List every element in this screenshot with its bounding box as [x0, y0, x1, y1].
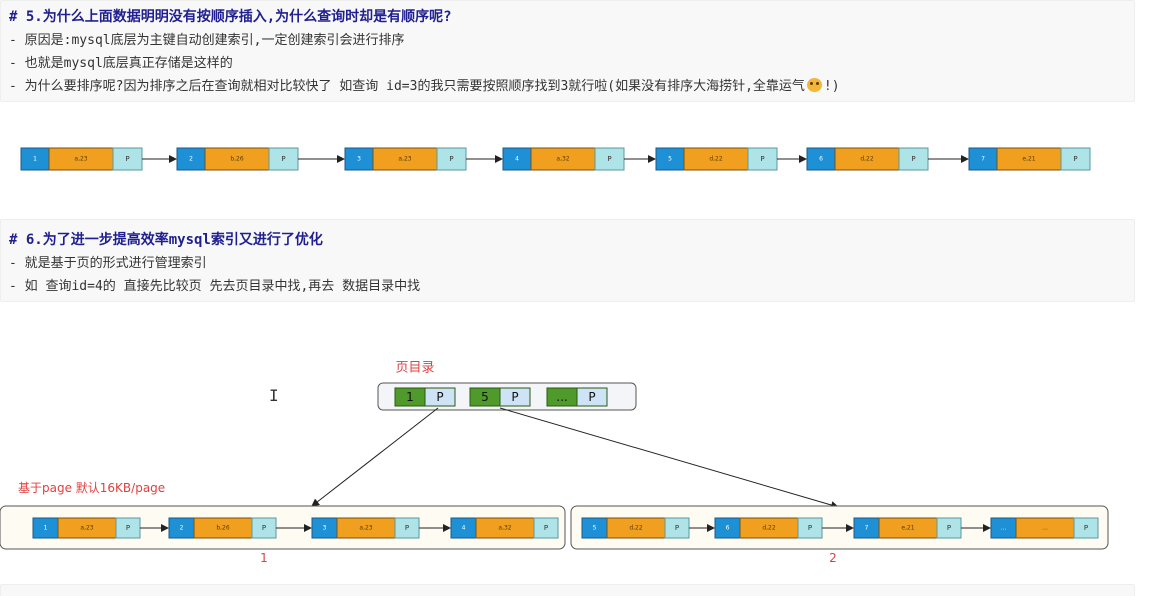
page2-node-3-value-text: e,21 — [901, 525, 914, 532]
chain1-node-4-pointer-text: P — [607, 155, 611, 163]
page-directory-id-text: ... — [556, 390, 567, 404]
section5-line-3: - 为什么要排序呢?因为排序之后在查询就相对比较快了 如查询 id=3的我只需要… — [9, 75, 840, 94]
chain1-node-2-value-text: b,26 — [230, 156, 244, 163]
chain1-node-2-pointer-text: P — [281, 155, 285, 163]
page1-node-2-value-text: b,26 — [216, 525, 230, 532]
chain1-node-2-id-text: 2 — [189, 156, 193, 163]
chain1-node-4-value-text: a,32 — [556, 156, 569, 163]
chain1-node-4-id-text: 4 — [515, 156, 519, 163]
page1-node-4-pointer-text: P — [544, 524, 548, 532]
section5-line-1: - 原因是:mysql底层为主键自动创建索引,一定创建索引会进行排序 — [9, 33, 405, 48]
next-section-block — [0, 584, 1135, 596]
page2-node-1-id-text: 5 — [593, 525, 597, 532]
page1-node-2-pointer-text: P — [262, 524, 266, 532]
page-directory-pointer-cell — [424, 387, 456, 407]
page1-node-4-pointer-cell — [533, 517, 559, 539]
chain1-node-1-pointer-text: P — [125, 155, 129, 163]
section6-heading: # 6.为了进一步提高效率mysql索引又进行了优化 — [9, 232, 323, 248]
page-directory-id-text: 5 — [481, 390, 489, 404]
page2-node-4-pointer-text: P — [1084, 524, 1088, 532]
chain1-node-1-value-text: a,23 — [74, 156, 87, 163]
page-2-number: 2 — [829, 551, 837, 565]
page1-node-4-value-text: a,32 — [498, 525, 511, 532]
chain1-node-3-id-text: 3 — [357, 156, 361, 163]
chain1-node-7-value-text: e,21 — [1022, 156, 1035, 163]
chain1-node-3-pointer-text: P — [449, 155, 453, 163]
page1-node-1-value-text: a,23 — [80, 525, 93, 532]
page1-node-2-id-text: 2 — [180, 525, 184, 532]
page2-node-1-value-text: d,22 — [629, 525, 643, 532]
page1-node-3-id-text: 3 — [323, 525, 327, 532]
page-directory-pointer-cell — [576, 387, 608, 407]
directory-to-page2-arrow — [499, 407, 839, 509]
section6-line-2: - 如 查询id=4的 直接先比较页 先去页目录中找,再去 数据目录中找 — [9, 279, 421, 294]
chain1-node-5-value-text: d,22 — [709, 156, 723, 163]
page-1-number: 1 — [260, 551, 268, 565]
chain1-node-5-pointer-text: P — [760, 155, 764, 163]
text-cursor-icon: I — [269, 386, 279, 405]
page2-node-4-id-text: ... — [1001, 525, 1007, 532]
page-directory-pointer-text: P — [588, 390, 595, 404]
page2-node-3-pointer-text: P — [947, 524, 951, 532]
page-directory-pointer-text: P — [511, 390, 518, 404]
page-directory-id-text: 1 — [406, 390, 414, 404]
section5-line-3-end: !) — [823, 79, 840, 94]
chain1-node-7-pointer-cell — [1060, 147, 1091, 171]
section5-heading: # 5.为什么上面数据明明没有按顺序插入,为什么查询时却是有顺序呢? — [9, 9, 452, 25]
page2-node-1-pointer-text: P — [675, 524, 679, 532]
page1-node-3-pointer-text: P — [405, 524, 409, 532]
page-size-label: 基于page 默认16KB/page — [18, 480, 165, 495]
chain1-node-7-id-text: 7 — [981, 156, 985, 163]
page1-node-4-id-text: 4 — [462, 525, 466, 532]
page2-node-2-pointer-text: P — [808, 524, 812, 532]
section5-line-3-text: - 为什么要排序呢?因为排序之后在查询就相对比较快了 如查询 id=3的我只需要… — [9, 79, 805, 94]
page2-node-2-id-text: 6 — [726, 525, 730, 532]
section5-block: # 5.为什么上面数据明明没有按顺序插入,为什么查询时却是有顺序呢? - 原因是… — [0, 0, 1135, 102]
chain1-node-7-pointer-text: P — [1073, 155, 1077, 163]
page2-node-4-value-text: ... — [1042, 525, 1048, 532]
chain1-node-6-pointer-text: P — [911, 155, 915, 163]
directory-to-page1-arrow — [311, 407, 439, 507]
page2-node-3-id-text: 7 — [865, 525, 869, 532]
cat-face-emoji-icon — [806, 78, 822, 92]
page-directory-pointer-text: P — [436, 390, 443, 404]
section5-line-2: - 也就是mysql底层真正存储是这样的 — [9, 56, 233, 71]
page-directory-label: 页目录 — [395, 361, 434, 376]
section6-block: # 6.为了进一步提高效率mysql索引又进行了优化 - 就是基于页的形式进行管… — [0, 219, 1135, 302]
page1-node-1-pointer-text: P — [126, 524, 130, 532]
chain1-node-6-id-text: 6 — [819, 156, 823, 163]
page1-node-1-id-text: 1 — [44, 525, 48, 532]
chain1-node-3-value-text: a,23 — [398, 156, 411, 163]
chain1-node-5-id-text: 5 — [668, 156, 672, 163]
chain1-node-6-value-text: d,22 — [860, 156, 874, 163]
page1-node-3-value-text: a,23 — [359, 525, 372, 532]
chain1-node-1-id-text: 1 — [33, 156, 37, 163]
page-directory-pointer-cell — [499, 387, 531, 407]
page2-node-2-value-text: d,22 — [762, 525, 776, 532]
section6-line-1: - 就是基于页的形式进行管理索引 — [9, 256, 207, 271]
page2-node-4-pointer-cell — [1073, 517, 1099, 539]
